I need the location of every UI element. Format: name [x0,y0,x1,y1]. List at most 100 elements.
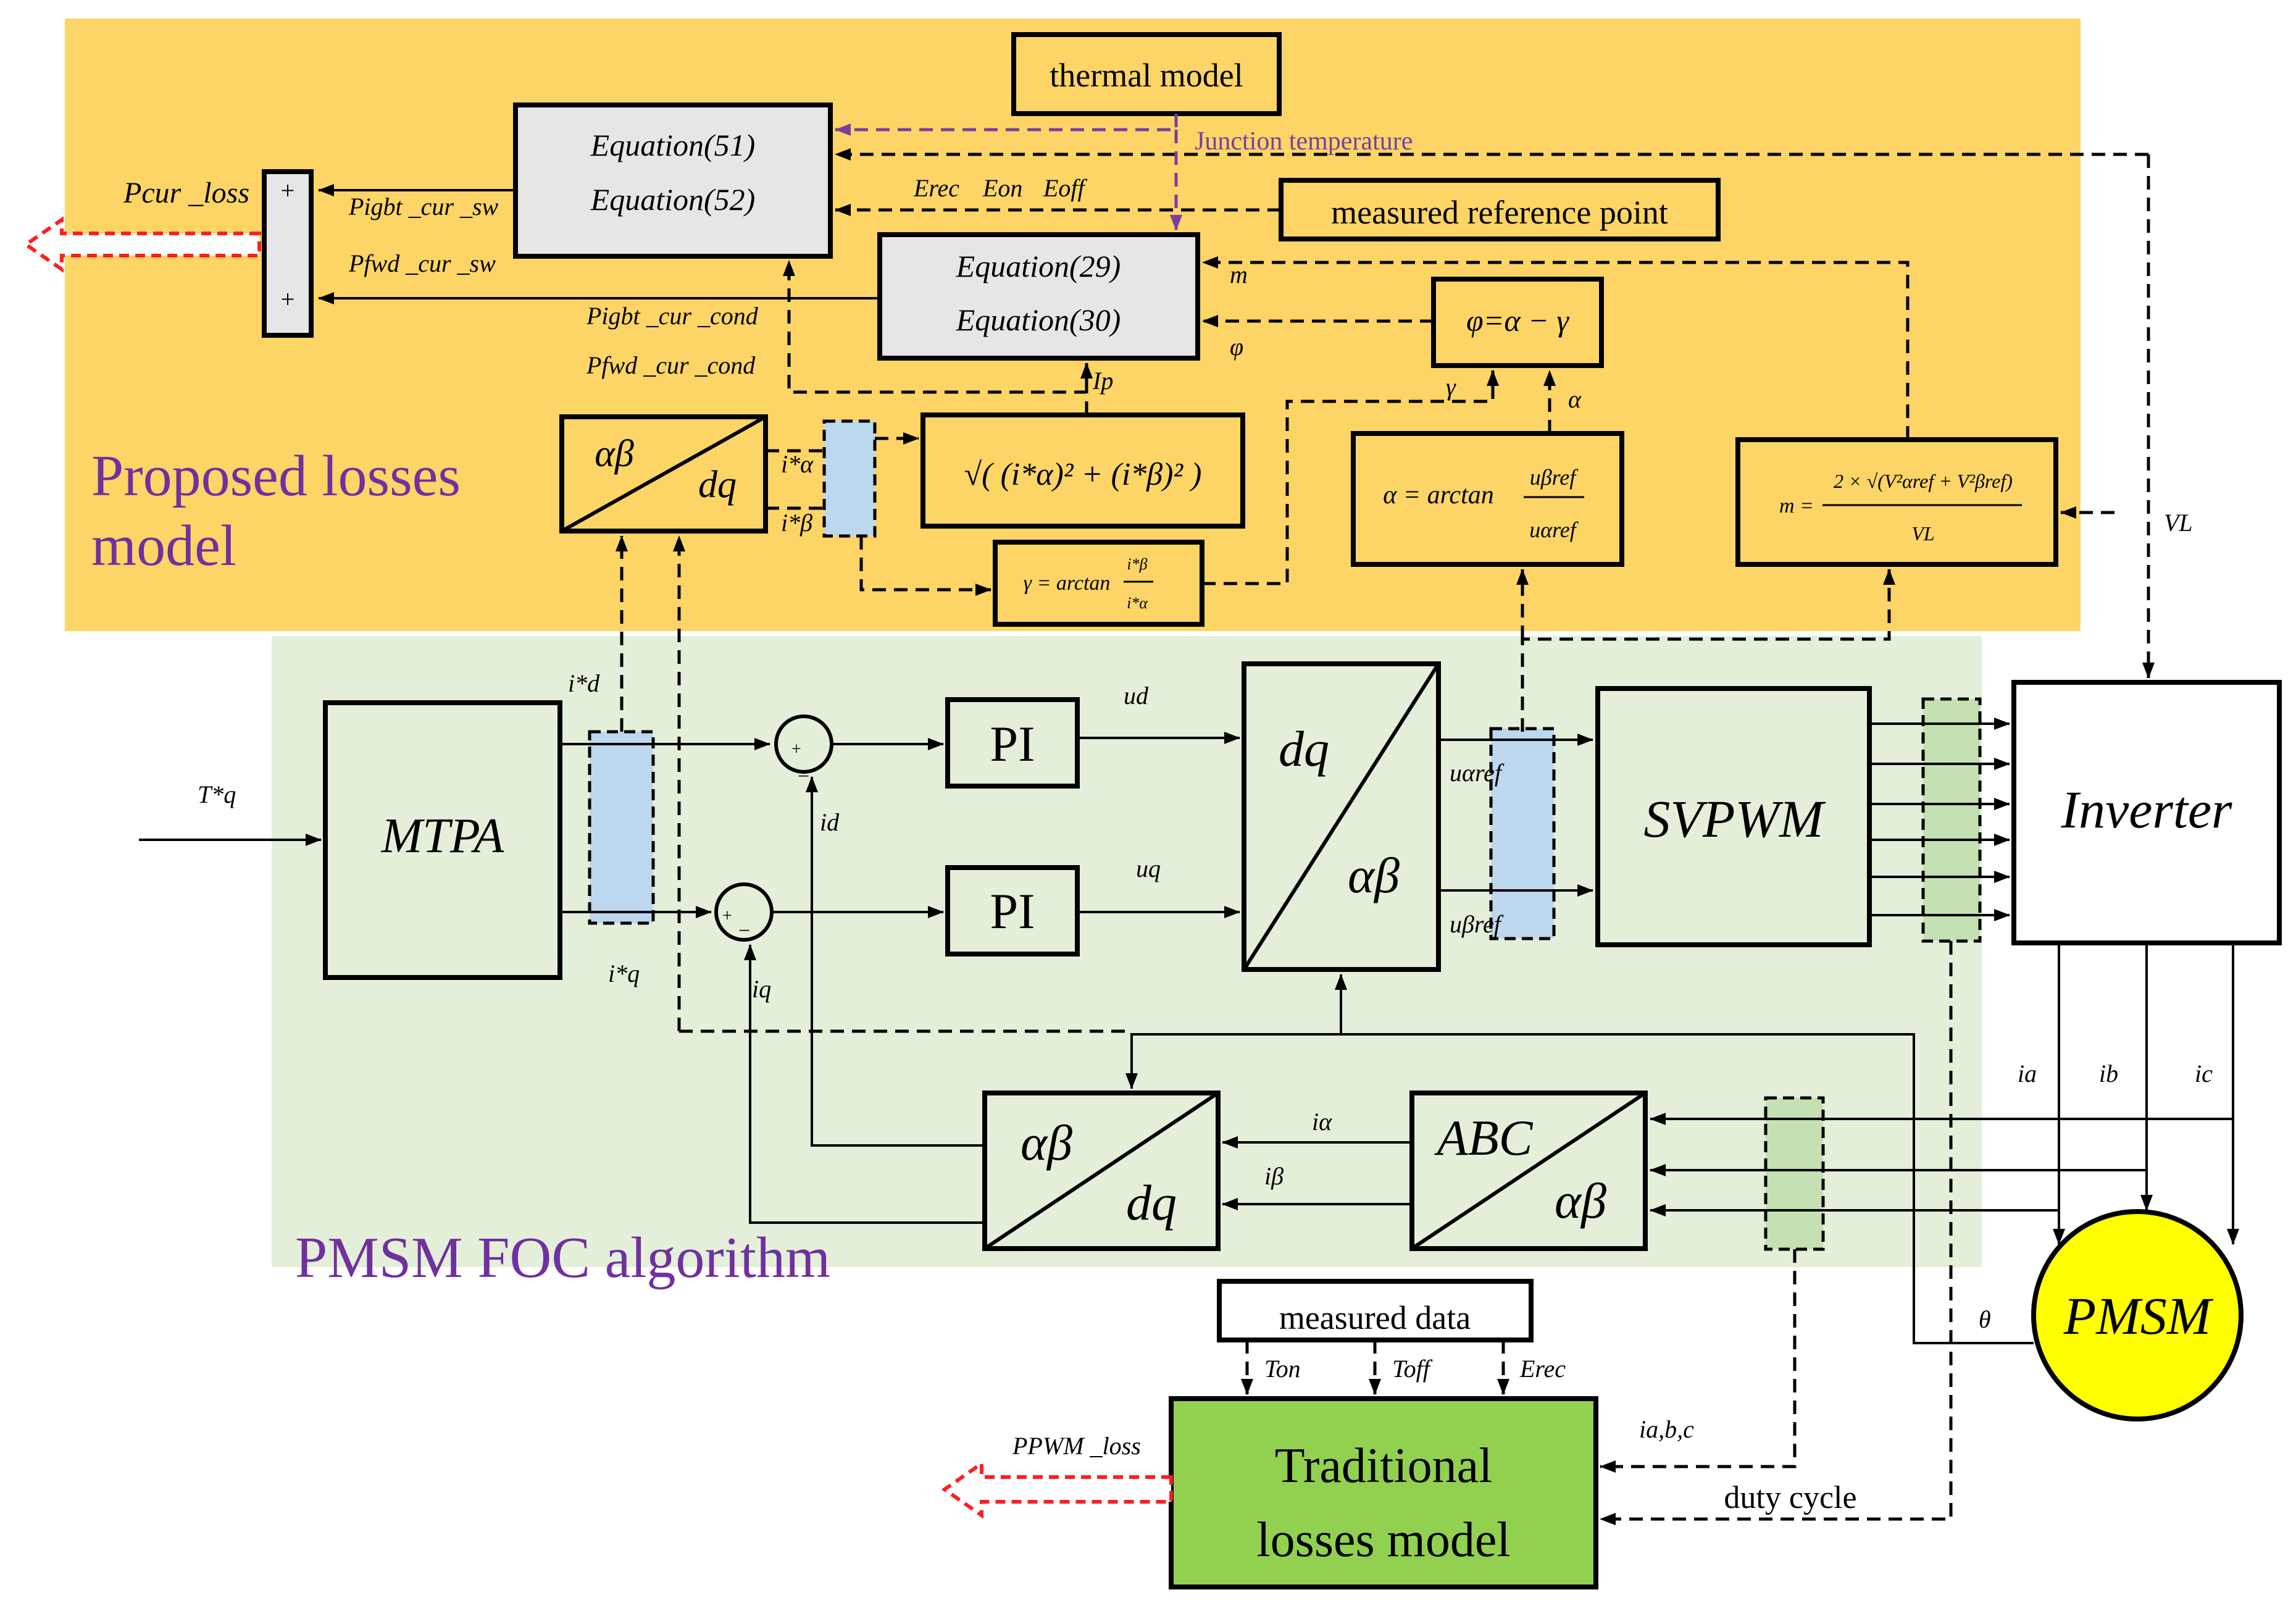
label-t-off: Toff [1392,1355,1433,1383]
label-t-q-star: T*q [198,781,236,808]
alpha-equation-den: uαref [1529,517,1579,542]
mtpa-label: MTPA [381,809,505,863]
dashed-signal-lines [616,114,2155,1525]
label-i-d: id [820,808,840,836]
loss-sum-plus-top: + [281,177,295,204]
pi-d-block [945,697,1080,789]
ab-dq-bottom-diagonal [983,1091,1219,1250]
alpha-block [1351,431,1624,567]
label-duty-cycle: duty cycle [1724,1480,1856,1515]
svpwm-block [1595,686,1872,947]
mux-blue-svpwm [1489,727,1556,940]
equation-29-label: Equation(29) [956,249,1121,283]
measured-ref-block [1279,178,1721,241]
equation-51-52-block [513,103,833,259]
thermal-model-label: thermal model [1050,57,1243,94]
pi-q-block [945,865,1080,957]
modulation-block [1735,437,2058,567]
red-arrow-current-loss [22,216,261,273]
gamma-equation-den: i*α [1127,594,1148,612]
label-p-cur-loss: Pcur _loss [123,177,249,209]
sqrt-equation: √( (i*α)² + (i*β)² ) [964,457,1202,492]
sum-q-plus: + [722,906,732,926]
phi-block [1431,277,1604,368]
label-theta: θ [1979,1305,1991,1333]
sum-q-minus: − [738,919,750,942]
label-junction-temperature: Junction temperature [1195,127,1413,156]
label-u-alpha-ref: uαref [1450,759,1505,787]
label-i-c: ic [2195,1060,2213,1087]
mtpa-block [323,700,562,980]
mux-green-abc [1764,1096,1825,1251]
traditional-model-line2: losses model [1256,1513,1510,1567]
loss-sum-block [262,169,314,338]
thermal-model-block [1011,32,1282,116]
phi-equation: φ=α − γ [1466,303,1569,338]
measured-data-block [1217,1279,1534,1342]
equation-30-label: Equation(30) [956,303,1121,337]
ab-dq-bottom-alpha-beta: αβ [1021,1115,1072,1171]
equation-51-label: Equation(51) [590,128,756,162]
alpha-equation-lhs: α = arctan [1383,481,1493,509]
pi-d-label: PI [990,716,1035,772]
abc-ab-diagonal [1411,1091,1647,1250]
inverter-block [2011,680,2282,945]
label-i-alpha-star: i*α [781,450,814,478]
label-i-q: iq [752,975,771,1003]
equation-29-30-block [877,232,1200,361]
label-p-igbt-cur-cond: Pigbt _cur _cond [586,302,759,330]
equation-52-label: Equation(52) [590,182,756,217]
ab-dq-top-diagonal [561,415,767,533]
modulation-equation-lhs: m = [1779,495,1814,517]
modulation-equation-num: 2 × √(V²αref + V²βref) [1834,470,2013,492]
label-e-off: Eoff [1043,174,1088,202]
measured-data-label: measured data [1279,1299,1471,1336]
label-gamma: γ [1446,373,1456,401]
label-i-p: Ip [1092,367,1113,395]
gamma-equation-lhs: γ = arctan [1024,572,1111,595]
gamma-equation-num: i*β [1127,555,1147,573]
label-t-on: Ton [1264,1355,1301,1383]
ab-dq-top-dq: dq [698,464,737,506]
label-i-a: ia [2018,1060,2037,1087]
label-p-fwd-cur-cond: Pfwd _cur _cond [586,351,756,379]
pmsm-label: PMSM [2063,1286,2214,1346]
modulation-equation-den: VL [1911,522,1934,545]
loss-sum-plus-bottom: + [281,285,295,313]
label-e-on: Eon [982,174,1022,202]
alpha-equation-num: uβref [1530,465,1579,490]
foc-title: PMSM FOC algorithm [295,1226,830,1290]
label-p-pwm-loss: PPWM _loss [1012,1432,1141,1460]
sum-d-minus: − [798,765,809,788]
abc-ab-abc: ABC [1434,1110,1534,1166]
label-i-alpha: iα [1312,1108,1332,1136]
label-i-q-star: i*q [608,960,640,987]
label-e-rec-bottom: Erec [1519,1355,1566,1383]
label-u-q: uq [1136,855,1161,882]
ab-dq-top-alpha-beta: αβ [595,433,634,475]
label-u-beta-ref: uβref [1450,910,1504,938]
label-i-beta-star: i*β [781,509,812,537]
inverter-label: Inverter [2061,780,2233,839]
label-m: m [1230,261,1248,288]
dq-ab-diagonal [1242,663,1440,971]
sum-junction-d [774,714,833,774]
solid-signal-lines [139,184,2239,1344]
sum-d-plus: + [791,740,801,759]
sqrt-block [920,412,1245,529]
proposed-title-line1: Proposed losses [91,444,461,508]
label-u-d: ud [1124,682,1149,710]
dq-ab-dq: dq [1279,721,1329,777]
ab-dq-bottom-dq: dq [1126,1174,1177,1231]
label-i-abc: ia,b,c [1639,1415,1694,1443]
mux-green-pwm [1921,697,1982,943]
measured-ref-label: measured reference point [1331,194,1668,231]
svpwm-label: SVPWM [1643,789,1826,848]
mux-blue-mid [588,730,655,925]
label-phi: φ [1230,333,1243,361]
label-p-igbt-cur-sw: Pigbt _cur _sw [348,193,499,220]
label-v-l: VL [2164,509,2193,537]
proposed-title-line2: model [91,514,236,578]
label-i-beta: iβ [1264,1162,1284,1190]
traditional-model-line1: Traditional [1275,1439,1493,1493]
